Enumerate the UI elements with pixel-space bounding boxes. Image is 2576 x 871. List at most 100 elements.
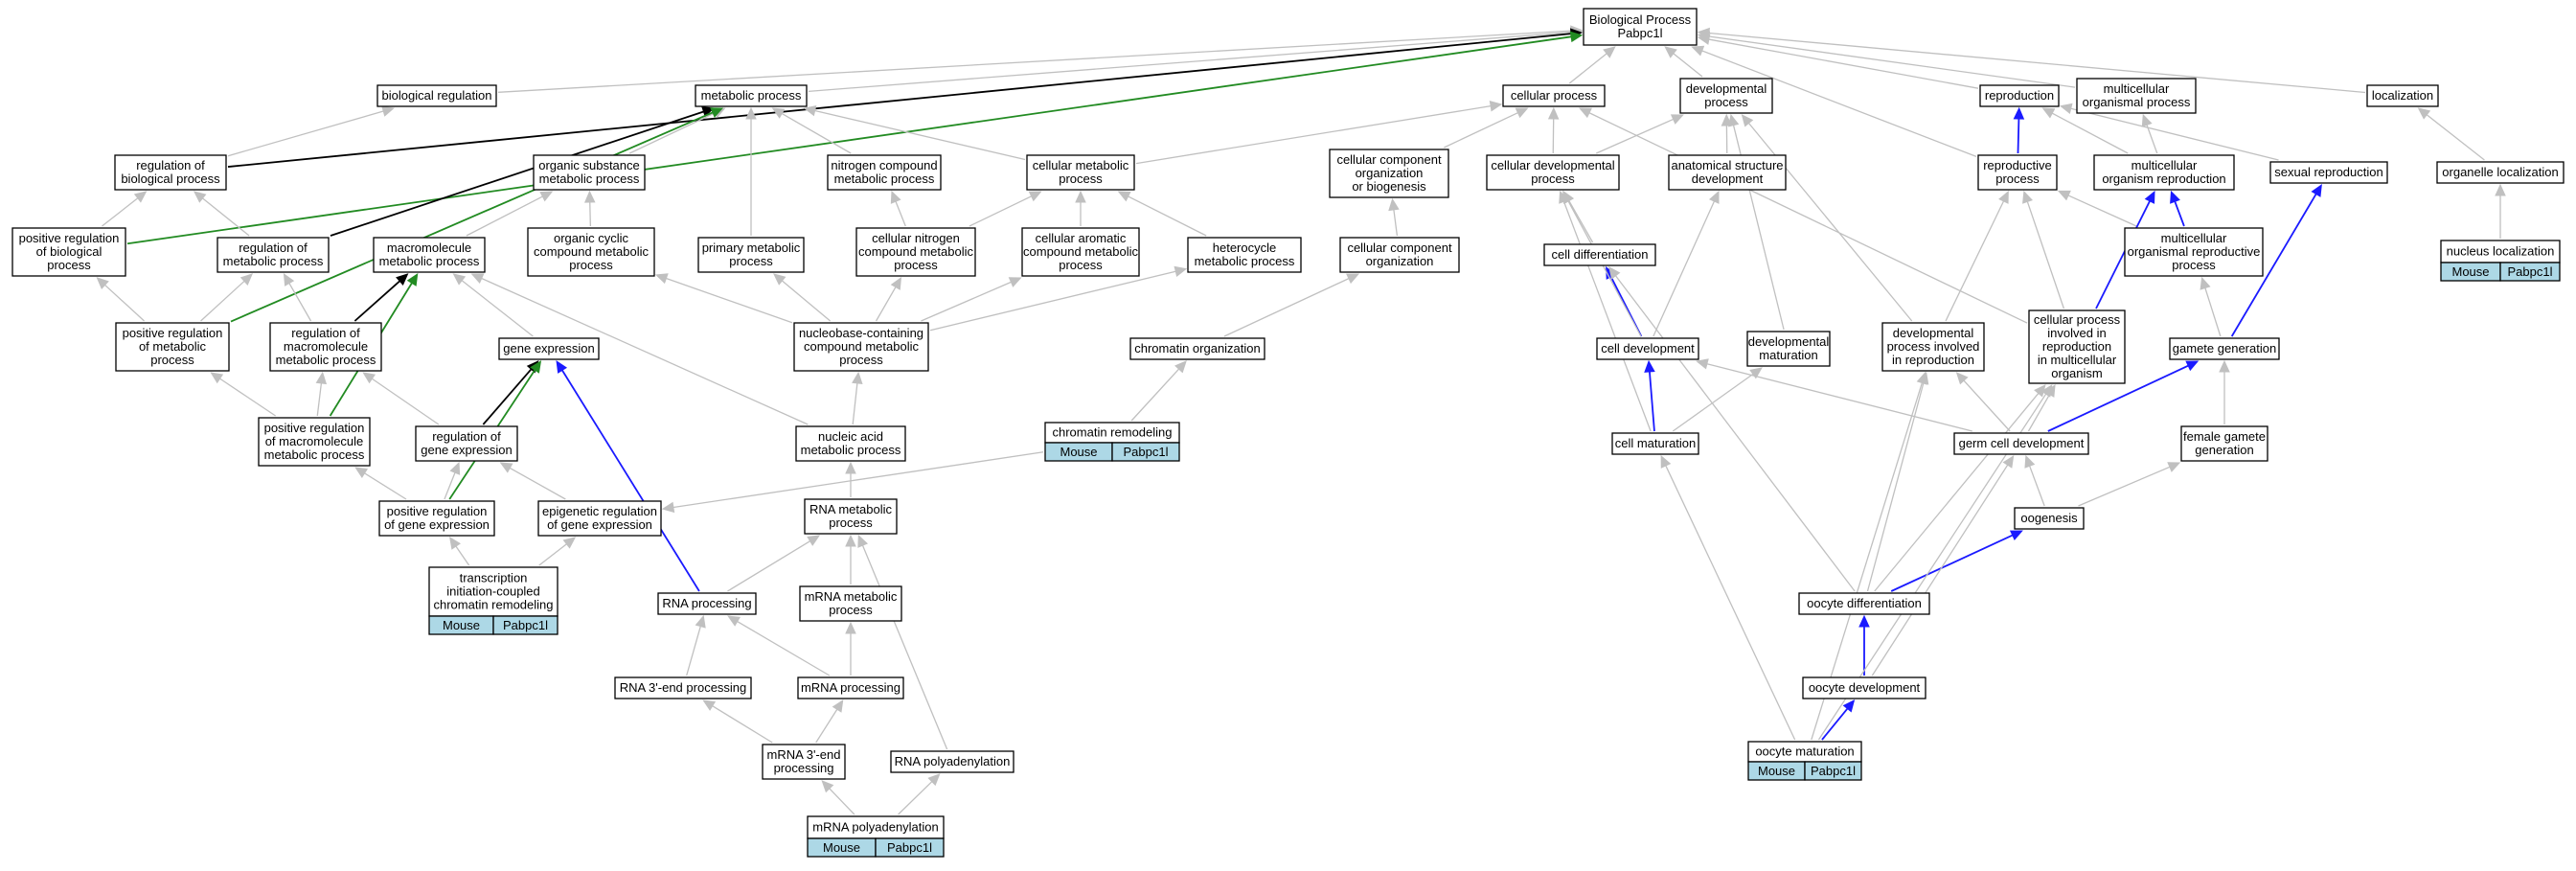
- go-term-gamete-gen[interactable]: gamete generation: [2169, 337, 2280, 360]
- edge-arrowhead: [449, 537, 461, 550]
- edge-is-a: [1665, 465, 1796, 741]
- edge-is-a: [712, 705, 773, 744]
- edge-arrowhead: [1696, 358, 1709, 370]
- node-label-line: regulation of: [432, 429, 501, 444]
- edge-arrowhead: [1515, 107, 1529, 119]
- go-term-rna3[interactable]: RNA 3'-end processing: [614, 676, 752, 699]
- go-term-bio-reg[interactable]: biological regulation: [376, 84, 497, 107]
- node-box: [1746, 331, 1831, 367]
- go-term-mrna-proc[interactable]: mRNA processing: [797, 676, 904, 699]
- node-label-line: in reproduction: [1892, 353, 1974, 367]
- edge-arrowhead: [2167, 462, 2181, 472]
- edge-arrowhead: [354, 467, 369, 478]
- edge-arrowhead: [890, 190, 901, 204]
- go-term-chrom-org[interactable]: chromatin organization: [1129, 337, 1265, 360]
- node-box: [1339, 237, 1460, 273]
- go-term-cell-mat[interactable]: cell maturation: [1611, 432, 1699, 455]
- edge-is-a: [316, 382, 323, 417]
- node-box: [695, 84, 808, 107]
- go-term-oogenesis[interactable]: oogenesis: [2014, 507, 2085, 530]
- go-term-gene-expr[interactable]: gene expression: [498, 337, 600, 360]
- edge-arrowhead: [2495, 183, 2506, 196]
- edge-part-of: [1821, 707, 1849, 741]
- node-label-line: oogenesis: [2020, 511, 2078, 525]
- node-label-line: chromatin remodeling: [1052, 425, 1172, 440]
- go-term-sexual-repro[interactable]: sexual reproduction: [2269, 161, 2388, 184]
- edge-arrowhead: [406, 272, 419, 287]
- edge-arrowhead: [1579, 107, 1592, 119]
- edge-arrowhead: [1644, 359, 1655, 373]
- go-term-cellular[interactable]: cellular process: [1502, 84, 1606, 107]
- go-term-germ-cell-dev[interactable]: germ cell development: [1953, 432, 2089, 455]
- edge-positively-regulates: [230, 111, 714, 323]
- go-term-cell-diff[interactable]: cell differentiation: [1543, 243, 1656, 266]
- go-term-reproduction[interactable]: reproduction: [1979, 84, 2060, 107]
- edge-is-a: [852, 382, 858, 425]
- go-term-organelle-loc[interactable]: organelle localization: [2436, 161, 2565, 184]
- edge-is-a: [455, 545, 470, 566]
- node-box: [1977, 154, 2058, 191]
- node-box: [2169, 337, 2280, 360]
- edge-arrowhead: [2311, 183, 2322, 197]
- go-term-oocyte-diff[interactable]: oocyte differentiation: [1798, 592, 1930, 615]
- go-term-rna-proc[interactable]: RNA processing: [657, 592, 757, 615]
- node-box: [797, 676, 904, 699]
- edge-is-a: [2070, 107, 2279, 161]
- edge-is-a: [1871, 464, 2009, 676]
- go-term-cell-dev[interactable]: cell development: [1596, 337, 1699, 360]
- go-term-localization[interactable]: localization: [2366, 84, 2439, 107]
- go-term-metabolic[interactable]: metabolic process: [695, 84, 808, 107]
- edge-regulates: [330, 110, 704, 237]
- edge-arrowhead: [1489, 101, 1503, 112]
- edge-is-a: [1708, 35, 2076, 88]
- edge-arrowhead: [727, 615, 741, 627]
- annotation-species: Mouse: [2451, 264, 2489, 279]
- go-term-transcription[interactable]: transcriptioninitiation-coupledchromatin…: [428, 566, 559, 635]
- edge-is-a: [2029, 466, 2045, 507]
- go-term-rna-polya[interactable]: RNA polyadenylation: [890, 750, 1014, 773]
- go-term-oocyte-dev[interactable]: oocyte development: [1802, 676, 1926, 699]
- node-label-line: cellular process: [1511, 88, 1598, 103]
